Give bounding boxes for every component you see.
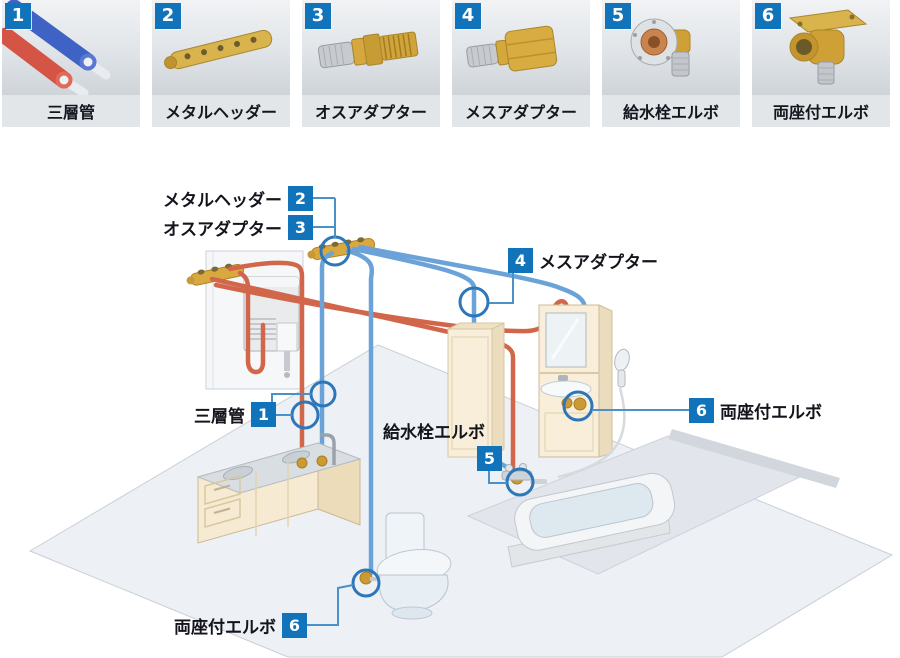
- card-number-badge: 5: [605, 3, 631, 29]
- card-label: 三層管: [2, 95, 140, 127]
- card-label: メスアダプター: [452, 95, 590, 127]
- callout-connectors: [271, 197, 689, 626]
- bathroom-cabinet: [447, 322, 505, 458]
- card-number-badge: 2: [155, 3, 181, 29]
- callout-number-badge: 1: [251, 402, 276, 427]
- marker-double-elbow-bottom: [351, 568, 381, 598]
- product-card-female-adapter: 4 メスアダプター: [452, 0, 590, 127]
- callout-double-elbow-right: 6 両座付エルボ: [689, 398, 822, 423]
- callout-label: 両座付エルボ: [720, 403, 822, 423]
- callout-label: 三層管: [194, 407, 245, 427]
- product-card-double-elbow: 6 両座付エルボ: [752, 0, 890, 127]
- callout-label: 給水栓エルボ: [383, 423, 485, 443]
- callout-number-badge: 6: [282, 613, 307, 638]
- callout-male-adapter: オスアダプター 3: [155, 215, 313, 240]
- three-layer-pipe-photo: 1: [0, 0, 140, 98]
- callout-number-badge: 2: [288, 186, 313, 211]
- callout-number-badge: 4: [508, 248, 533, 273]
- product-card-pipe: 1 三層管: [0, 0, 140, 127]
- product-card-header: 2 メタルヘッダー: [152, 0, 290, 127]
- callout-label: メタルヘッダー: [163, 191, 282, 211]
- card-label: オスアダプター: [302, 95, 440, 127]
- kitchen-faucet: [320, 433, 336, 465]
- product-card-row: 1 三層管 2 メタルヘッダー: [0, 0, 900, 127]
- card-label: メタルヘッダー: [152, 95, 290, 127]
- marker-double-elbow-right: [562, 390, 594, 422]
- callout-number-badge: 6: [689, 398, 714, 423]
- plumbing-diagram: メタルヘッダー 2 オスアダプター 3 4 メスアダプター 三層管 1 給水栓エ…: [0, 127, 900, 658]
- product-card-male-adapter: 3 オスアダプター: [302, 0, 440, 127]
- faucet-elbow-photo: 5: [602, 0, 740, 95]
- kitchen-counter: [196, 433, 362, 544]
- callout-number-badge: 5: [477, 446, 502, 471]
- card-number-badge: 4: [455, 3, 481, 29]
- callout-faucet-elbow-label: 給水栓エルボ: [383, 418, 485, 443]
- callout-female-adapter: 4 メスアダプター: [508, 248, 658, 273]
- card-label: 両座付エルボ: [752, 95, 890, 127]
- callout-faucet-elbow-badge: 5: [477, 446, 502, 471]
- card-number-badge: 6: [755, 3, 781, 29]
- callout-label: 両座付エルボ: [174, 618, 276, 638]
- callout-double-elbow-bottom: 両座付エルボ 6: [160, 613, 307, 638]
- callout-label: メスアダプター: [539, 253, 658, 273]
- card-number-badge: 3: [305, 3, 331, 29]
- callout-three-layer-pipe: 三層管 1: [148, 402, 276, 427]
- toilet: [376, 512, 452, 620]
- metal-header-photo: 2: [152, 0, 290, 95]
- washbasin-vanity: [538, 304, 613, 458]
- hand-shower: [557, 348, 630, 479]
- marker-female-adapter: [458, 286, 490, 318]
- female-adapter-photo: 4: [452, 0, 590, 95]
- card-label: 給水栓エルボ: [602, 95, 740, 127]
- card-number-badge: 1: [5, 3, 31, 29]
- male-adapter-photo: 3: [302, 0, 440, 95]
- callout-metal-header: メタルヘッダー 2: [155, 186, 313, 211]
- bathtub: [507, 472, 676, 568]
- brass-fittings: [296, 397, 587, 585]
- product-card-faucet-elbow: 5 給水栓エルボ: [602, 0, 740, 127]
- callout-label: オスアダプター: [163, 220, 282, 240]
- double-seat-elbow-photo: 6: [752, 0, 890, 95]
- callout-number-badge: 3: [288, 215, 313, 240]
